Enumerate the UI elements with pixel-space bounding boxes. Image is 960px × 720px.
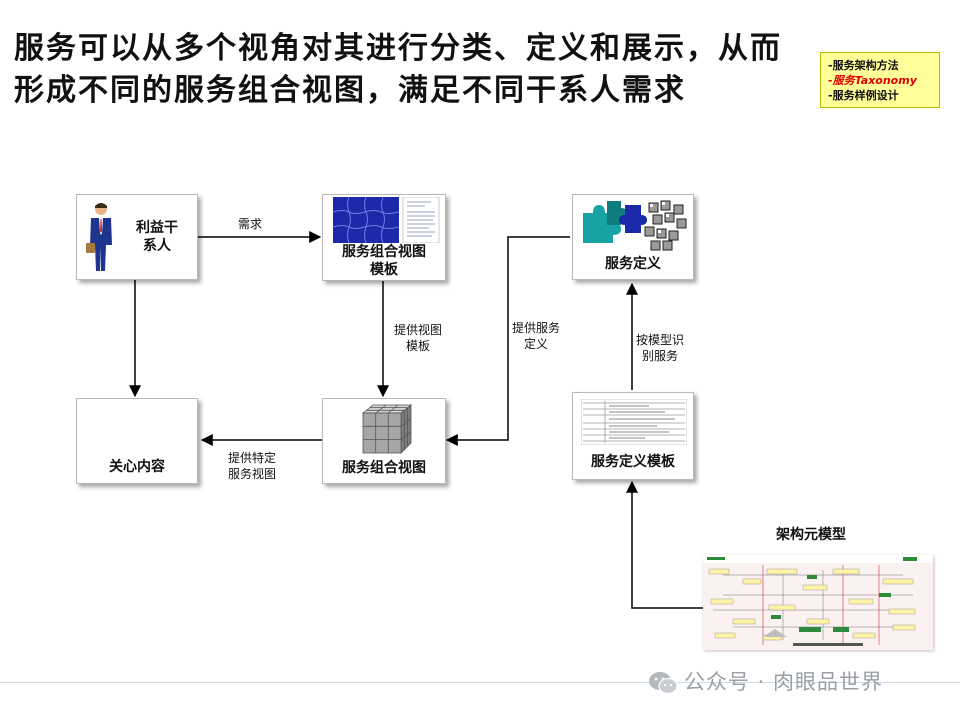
nav-item-architecture-method[interactable]: -服务架构方法	[828, 59, 899, 72]
node-label: 关心内容	[109, 459, 165, 475]
node-label: 服务定义模板	[591, 454, 675, 470]
edge-label-provide-template: 提供视图 模板	[394, 323, 443, 353]
edge-label-demand: 需求	[238, 217, 263, 231]
form-document-icon	[581, 399, 687, 445]
node-definition-template[interactable]: 服务定义模板	[572, 392, 694, 480]
edge-label-provide-service-definition: 提供服务 定义	[512, 321, 561, 351]
node-label: 利益干 系人	[136, 220, 178, 254]
node-stakeholder[interactable]: 利益干 系人	[76, 194, 198, 280]
node-concern[interactable]: 关心内容	[76, 398, 198, 484]
node-label: 服务组合视图	[342, 460, 426, 476]
nav-item-sample-design[interactable]: -服务样例设计	[828, 89, 899, 102]
metamodel-label: 架构元模型	[776, 527, 846, 543]
puzzle-pieces-and-cubes-icon	[583, 200, 687, 251]
metamodel-image	[703, 555, 933, 650]
node-composite-view[interactable]: 服务组合视图	[322, 398, 446, 484]
grey-cube-icon	[361, 404, 413, 454]
node-service-definition[interactable]: 服务定义	[572, 194, 694, 280]
watermark: 公众号 · 肉眼品世界	[648, 666, 883, 696]
section-nav: -服务架构方法 -服务Taxonomy -服务样例设计	[820, 52, 940, 108]
metamodel-diagram-thumbnail[interactable]	[703, 555, 933, 650]
page-title: 服务可以从多个视角对其进行分类、定义和展示，从而形成不同的服务组合视图，满足不同…	[14, 31, 782, 108]
node-view-template[interactable]: 服务组合视图 模板	[322, 194, 446, 281]
businessman-icon	[86, 203, 112, 271]
wechat-icon	[649, 672, 678, 695]
footer-divider	[0, 682, 960, 683]
edge-label-identify-by-model: 按模型识 别服务	[636, 333, 685, 363]
edge-metamodel-to-deftemplate	[626, 480, 705, 609]
node-label: 服务组合视图 模板	[342, 244, 426, 278]
watermark-text: 公众号 · 肉眼品世界	[684, 670, 884, 694]
edge-label-provide-specific-view: 提供特定 服务视图	[228, 451, 277, 481]
edge-definition-to-view	[445, 236, 570, 446]
node-label: 服务定义	[605, 256, 661, 272]
nav-item-taxonomy[interactable]: -服务Taxonomy	[828, 74, 917, 87]
puzzle-document-icon	[333, 197, 440, 243]
